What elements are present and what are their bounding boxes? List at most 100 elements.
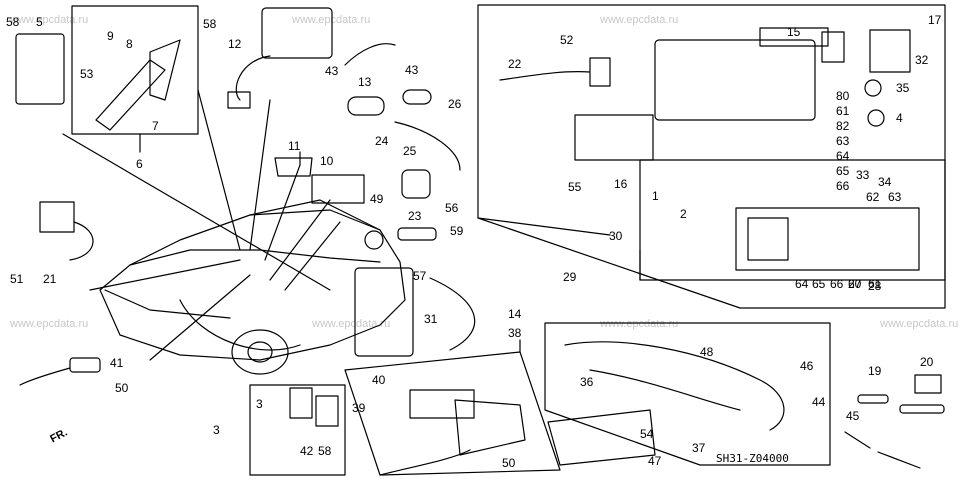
callout: 60: [848, 277, 862, 291]
watermark: www.epcdata.ru: [312, 318, 391, 330]
callout: 14: [508, 307, 522, 321]
group-frame: [71, 5, 199, 135]
watermark: www.epcdata.ru: [10, 14, 89, 26]
callout: 24: [375, 134, 389, 148]
module: [227, 91, 251, 109]
callout: 66: [836, 179, 850, 193]
callout: 38: [508, 326, 522, 340]
leader-line: [62, 89, 611, 361]
spring: [844, 431, 871, 449]
wire: [379, 449, 471, 476]
callout: 51: [10, 272, 24, 286]
group-frame: [477, 4, 946, 309]
watermark: www.epcdata.ru: [292, 14, 371, 26]
callout: 44: [812, 395, 826, 409]
module: [289, 387, 313, 419]
callout: 61: [836, 104, 850, 118]
callout: 23: [408, 209, 422, 223]
wire: [429, 277, 476, 351]
module-arm: [95, 59, 166, 131]
callout: 80: [836, 89, 850, 103]
callout: 82: [836, 119, 850, 133]
module: [574, 114, 654, 161]
car-outline: [99, 209, 406, 361]
callout: 26: [448, 97, 462, 111]
key: [364, 230, 384, 250]
callout: 46: [800, 359, 814, 373]
callout: 13: [358, 75, 372, 89]
module: [401, 169, 431, 199]
callout: 30: [609, 229, 623, 243]
callout: 63: [888, 190, 902, 204]
car-hood: [129, 249, 381, 266]
callout: 58: [318, 444, 332, 458]
watermark: www.epcdata.ru: [600, 14, 679, 26]
module: [402, 89, 432, 105]
callout: 8: [126, 37, 133, 51]
callout: 61: [868, 277, 882, 291]
wire: [235, 55, 271, 101]
callout: 40: [372, 373, 386, 387]
callout: 55: [568, 180, 582, 194]
callout: 9: [107, 29, 114, 43]
callout: 15: [787, 25, 801, 39]
module: [654, 39, 816, 121]
callout: 58: [6, 15, 20, 29]
car-windshield: [249, 199, 381, 231]
callout: 65: [836, 164, 850, 178]
callout: 21: [43, 272, 57, 286]
module: [899, 404, 945, 414]
callout: 39: [352, 401, 366, 415]
callout: 54: [640, 427, 654, 441]
module: [39, 201, 75, 233]
module-bracket: [149, 39, 181, 101]
callout: 52: [560, 33, 574, 47]
car-fender: [179, 299, 301, 351]
callout: 12: [228, 37, 242, 51]
callout: 27: [848, 277, 862, 291]
car-bumper: [104, 289, 231, 319]
module: [589, 57, 611, 87]
callout: 3: [256, 397, 263, 411]
callout: 59: [450, 224, 464, 238]
callout: 47: [648, 454, 662, 468]
module: [261, 7, 333, 59]
module: [354, 267, 414, 357]
callout: 41: [110, 356, 124, 370]
module: [454, 399, 526, 456]
callout: 53: [80, 67, 94, 81]
callout: 43: [405, 63, 419, 77]
callout: 50: [115, 381, 129, 395]
callout: 32: [915, 53, 929, 67]
module: [821, 31, 845, 63]
callout: 22: [508, 57, 522, 71]
module: [347, 96, 385, 116]
callout: 16: [614, 177, 628, 191]
callout: 45: [846, 409, 860, 423]
callout: 48: [700, 345, 714, 359]
group-frame: [249, 384, 346, 476]
harness: [564, 341, 785, 431]
callout: 25: [403, 144, 417, 158]
callout: 64: [836, 149, 850, 163]
callout: 34: [878, 175, 892, 189]
module: [409, 389, 475, 419]
diagram-code: SH31-Z04000: [716, 452, 789, 465]
module: [857, 394, 889, 404]
control-panel-display: [747, 217, 789, 261]
callout: 28: [868, 279, 882, 293]
watermark: www.epcdata.ru: [600, 318, 679, 330]
spring: [877, 451, 921, 469]
module: [869, 29, 911, 73]
module: [759, 27, 829, 47]
wire: [19, 367, 71, 386]
module-bracket: [274, 157, 313, 177]
car-wheel: [247, 341, 273, 363]
callout: 6: [136, 157, 143, 171]
watermark: www.epcdata.ru: [10, 318, 89, 330]
callout: 2: [680, 207, 687, 221]
callout: 19: [868, 364, 882, 378]
module: [547, 409, 656, 466]
hose: [394, 121, 461, 171]
wire: [344, 43, 396, 66]
